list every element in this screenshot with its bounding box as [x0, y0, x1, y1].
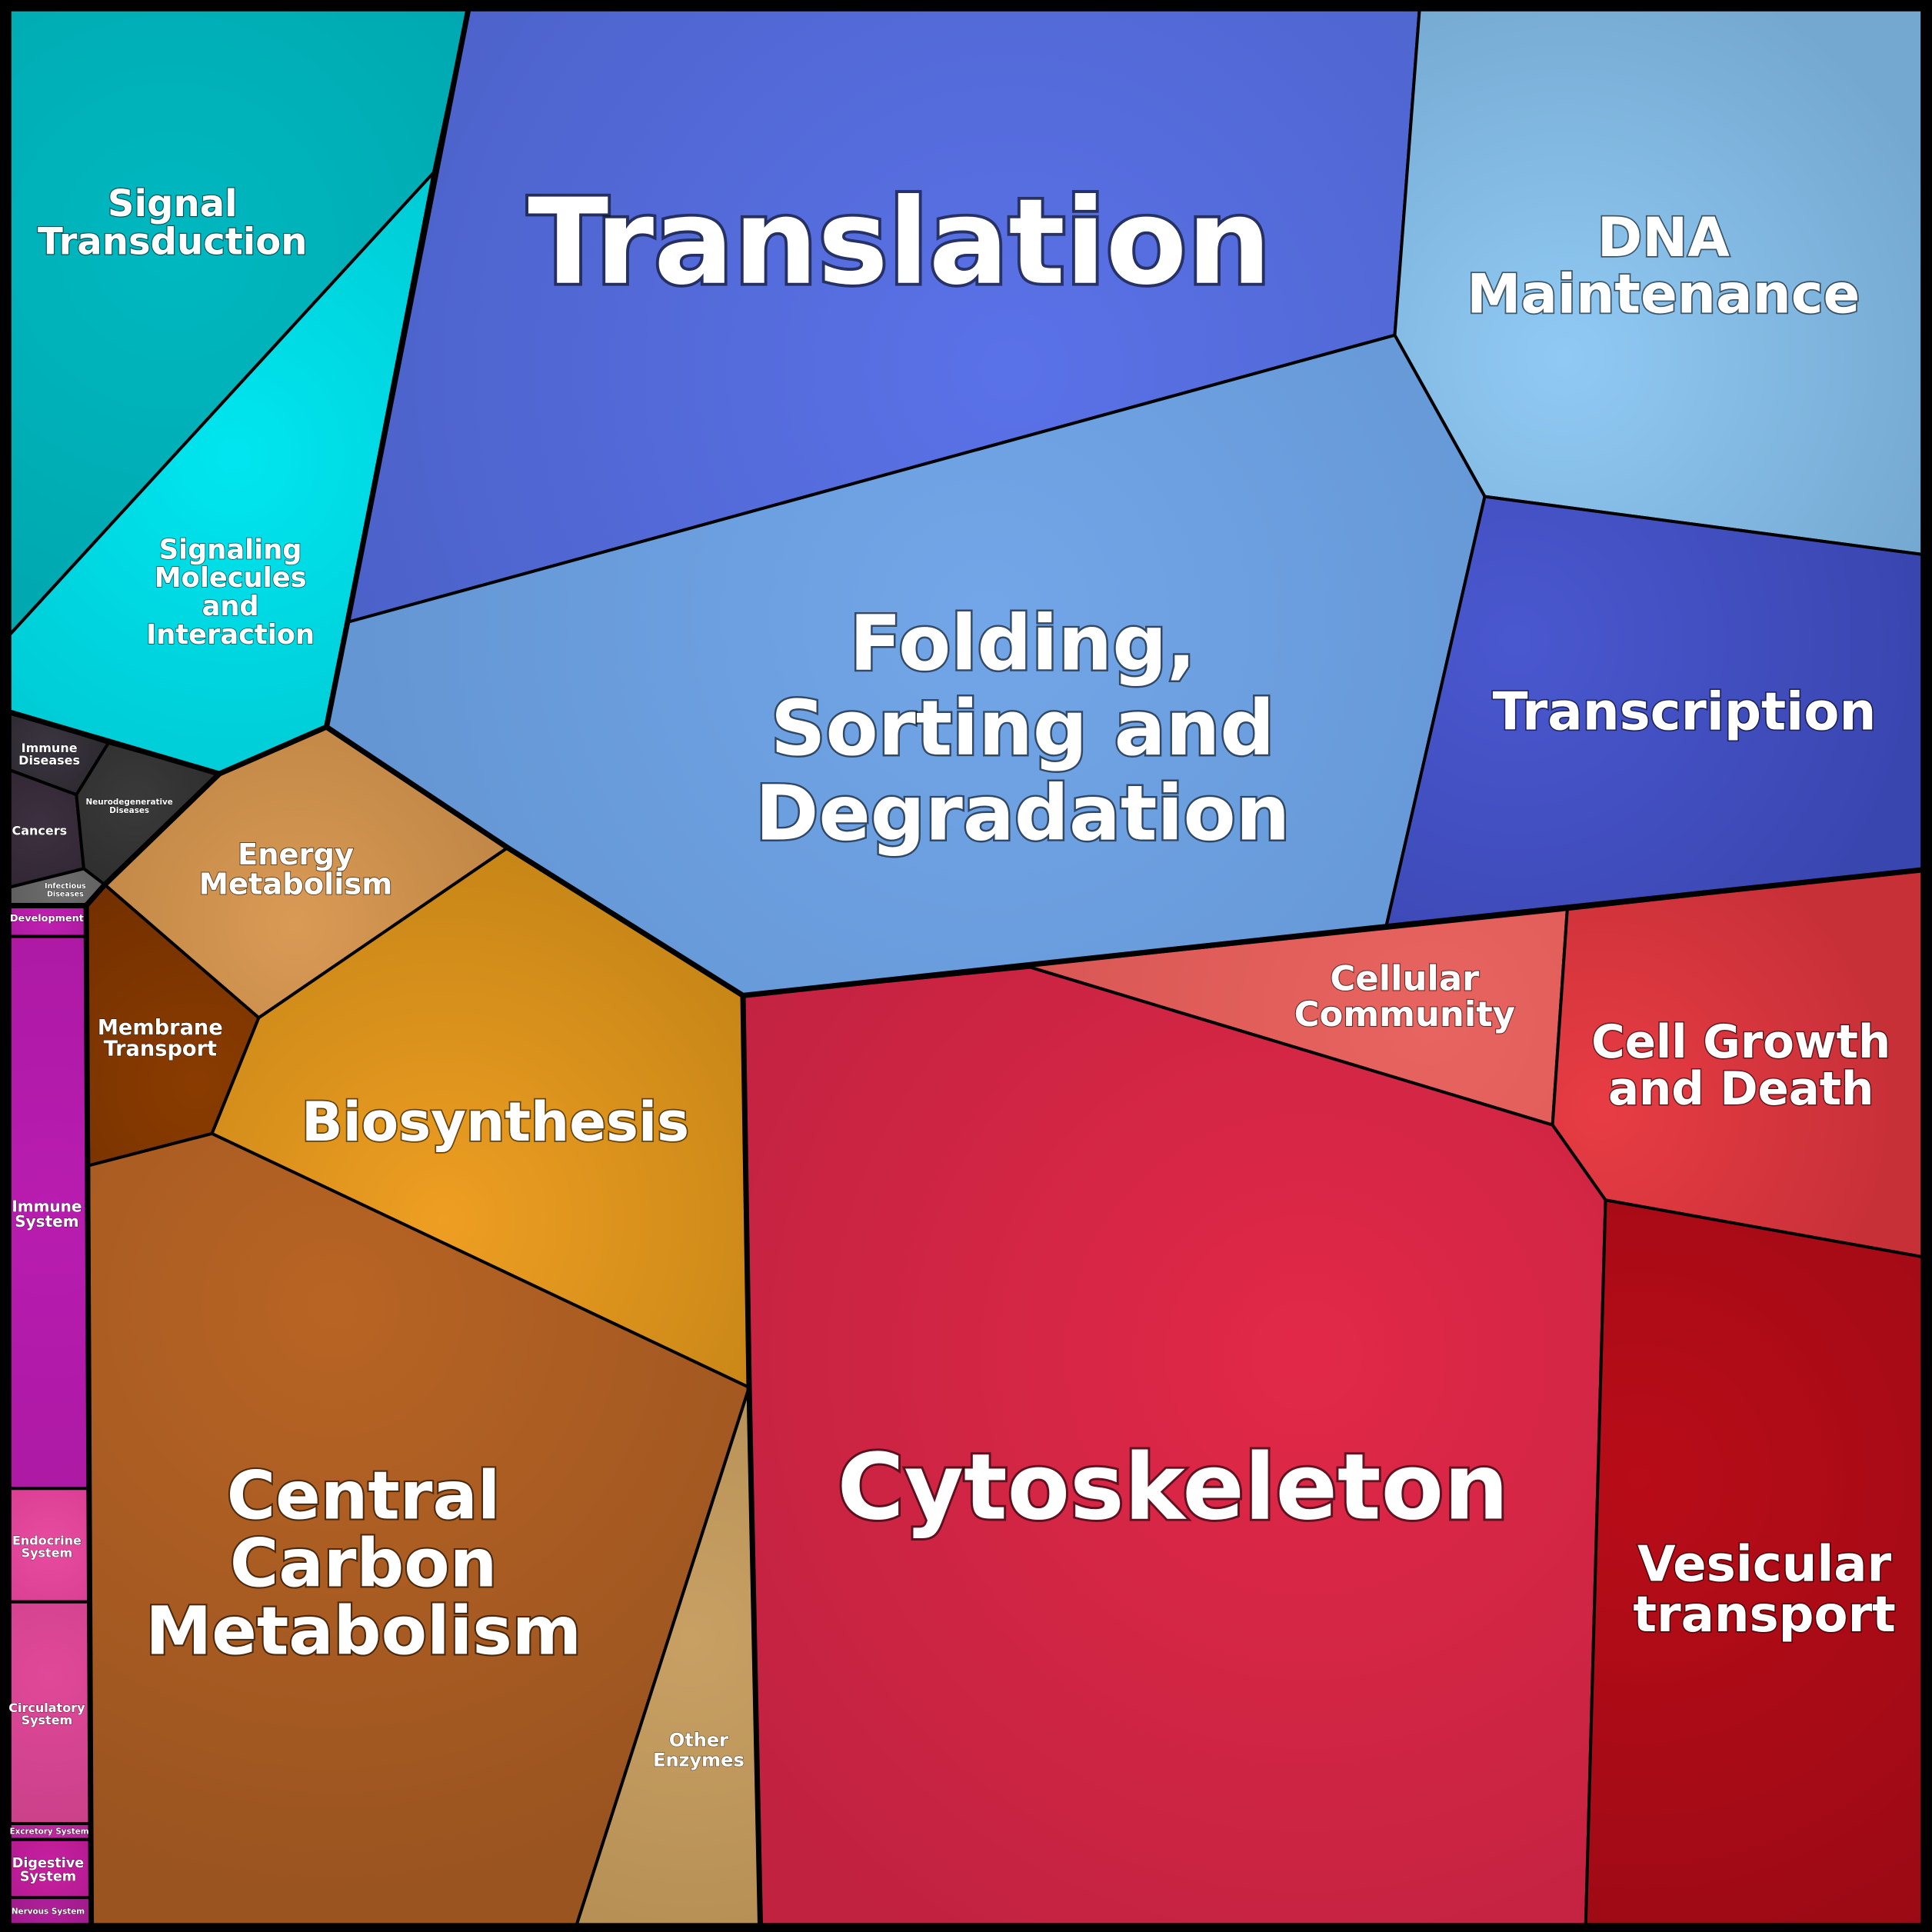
label-line: System: [22, 1713, 73, 1727]
group-border: [83, 905, 95, 1925]
group-border: [740, 995, 763, 1925]
label-line: Transduction: [38, 221, 308, 264]
label-excretory-system: Excretory System: [10, 1827, 89, 1836]
label-line: DNA: [1597, 206, 1730, 269]
label-line: Cancers: [12, 824, 67, 838]
label-line: Cellular: [1330, 958, 1479, 998]
label-line: Central: [227, 1457, 501, 1534]
label-line: Immune: [12, 1198, 82, 1216]
label-line: Carbon: [230, 1526, 497, 1603]
group-border: [324, 9, 1923, 998]
label-line: System: [15, 1212, 78, 1231]
label-line: Metabolism: [199, 868, 393, 902]
label-line: Biosynthesis: [301, 1091, 689, 1154]
label-line: Degradation: [755, 770, 1290, 858]
label-line: Community: [1294, 994, 1515, 1034]
label-line: Development: [10, 913, 84, 924]
label-line: Interaction: [146, 619, 315, 651]
label-line: Cytoskeleton: [838, 1434, 1509, 1541]
label-line: Nervous System: [12, 1907, 85, 1917]
label-line: Transcription: [1493, 682, 1877, 742]
label-line: Enzymes: [653, 1749, 744, 1770]
group-border: [9, 771, 222, 908]
label-line: Signaling: [159, 534, 302, 565]
label-line: Vesicular: [1637, 1536, 1892, 1593]
label-line: and: [202, 591, 259, 622]
label-line: transport: [1633, 1587, 1895, 1644]
label-line: Circulatory: [8, 1700, 85, 1715]
label-line: Membrane: [98, 1016, 223, 1040]
label-line: Digestive: [12, 1856, 85, 1871]
label-development: Development: [10, 913, 84, 924]
label-line: Other: [669, 1730, 728, 1751]
label-line: Molecules: [155, 562, 307, 594]
label-line: Diseases: [18, 753, 80, 768]
label-line: System: [22, 1545, 73, 1560]
label-line: Sorting and: [771, 685, 1274, 773]
label-biosynthesis: Biosynthesis: [301, 1091, 689, 1154]
label-transcription: Transcription: [1493, 682, 1877, 742]
label-line: and Death: [1608, 1062, 1874, 1115]
label-line: Signal: [108, 182, 238, 225]
label-line: Excretory System: [10, 1827, 89, 1836]
label-line: Neurodegenerative: [86, 798, 173, 807]
label-line: Energy: [238, 838, 354, 872]
label-line: Metabolism: [145, 1594, 581, 1671]
cells-layer: [8, 8, 1924, 1927]
label-cancers: Cancers: [12, 824, 67, 838]
label-line: Translation: [528, 174, 1271, 311]
label-line: Transport: [104, 1037, 217, 1061]
label-cytoskeleton: Cytoskeleton: [838, 1434, 1509, 1541]
label-line: Folding,: [849, 599, 1196, 688]
label-line: Endocrine: [12, 1533, 82, 1547]
label-line: Maintenance: [1467, 263, 1860, 326]
label-translation: Translation: [528, 174, 1271, 311]
label-line: Immune: [22, 741, 78, 755]
label-line: Cell Growth: [1591, 1015, 1890, 1068]
label-line: Diseases: [109, 806, 149, 815]
group-borders: [8, 9, 1923, 1925]
label-line: System: [20, 1870, 76, 1885]
label-line: Infectious: [45, 882, 86, 891]
label-nervous-system: Nervous System: [12, 1907, 85, 1917]
label-line: Diseases: [47, 890, 84, 898]
